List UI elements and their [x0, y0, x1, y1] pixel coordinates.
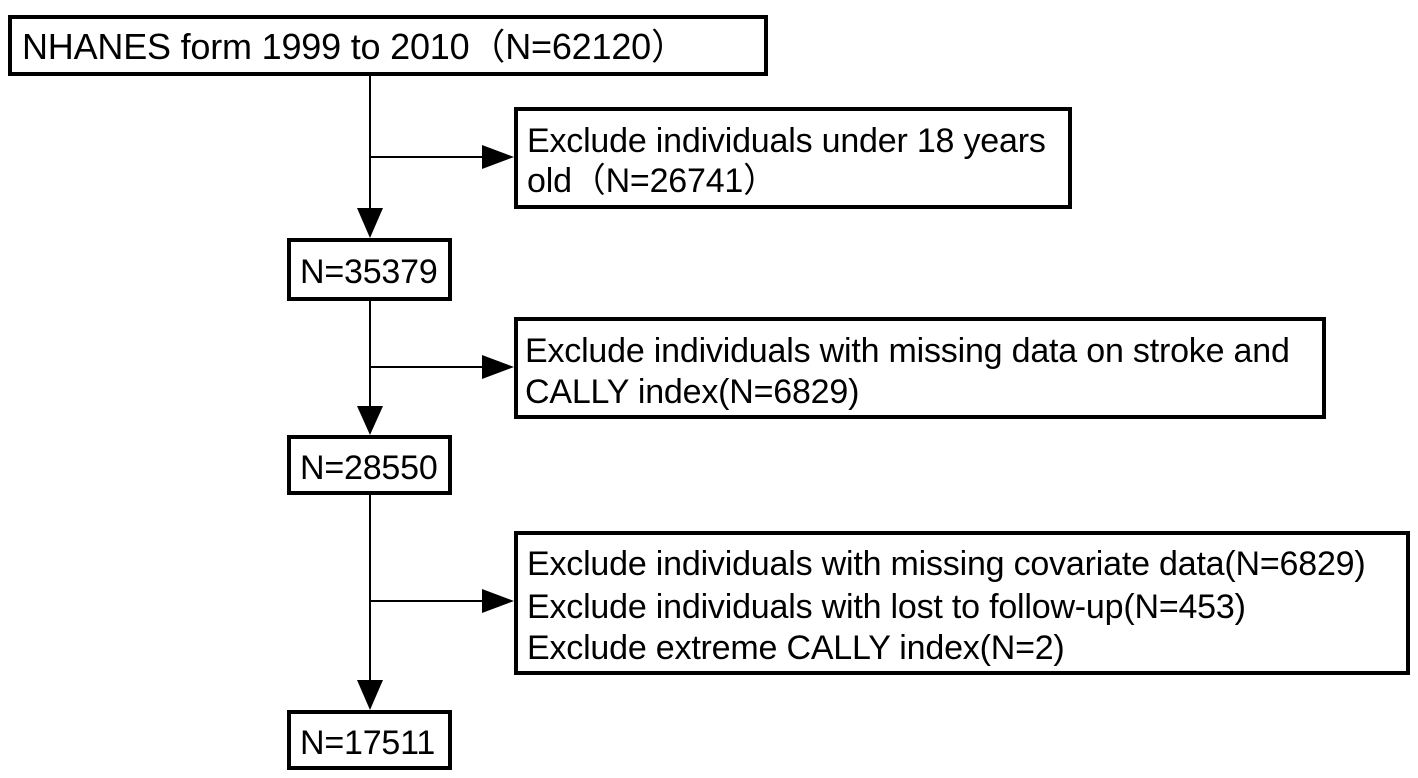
count-box-3: N=17511: [287, 710, 452, 770]
exclusion-1-line-1: Exclude individuals under 18 years: [527, 122, 1046, 160]
arrow-down-1: [357, 208, 383, 238]
source-label: NHANES form 1999 to 2010（N=62120）: [22, 26, 687, 67]
exclusion-3-line-2: Exclude individuals with lost to follow-…: [527, 588, 1246, 626]
count-3-label: N=17511: [300, 724, 436, 762]
arrow-down-3: [357, 680, 383, 710]
count-box-2: N=28550: [287, 435, 452, 495]
exclusion-2-line-1: Exclude individuals with missing data on…: [525, 332, 1290, 370]
exclusion-box-3: Exclude individuals with missing covaria…: [514, 531, 1410, 675]
count-1-label: N=35379: [300, 253, 438, 291]
arrow-right-3: [482, 589, 514, 613]
exclusion-2-line-2: CALLY index(N=6829): [525, 373, 860, 411]
exclusion-3-line-3: Exclude extreme CALLY index(N=2): [527, 629, 1065, 667]
exclusion-3-line-1: Exclude individuals with missing covaria…: [527, 545, 1366, 583]
arrow-right-1: [482, 145, 514, 169]
exclusion-box-1: Exclude individuals under 18 years old（N…: [514, 107, 1072, 209]
arrow-down-2: [357, 406, 383, 435]
arrow-right-2: [482, 355, 514, 379]
exclusion-box-2: Exclude individuals with missing data on…: [514, 317, 1326, 419]
count-2-label: N=28550: [300, 449, 438, 487]
source-box: NHANES form 1999 to 2010（N=62120）: [8, 15, 768, 76]
count-box-1: N=35379: [287, 238, 452, 301]
exclusion-1-line-2: old（N=26741）: [527, 162, 777, 200]
